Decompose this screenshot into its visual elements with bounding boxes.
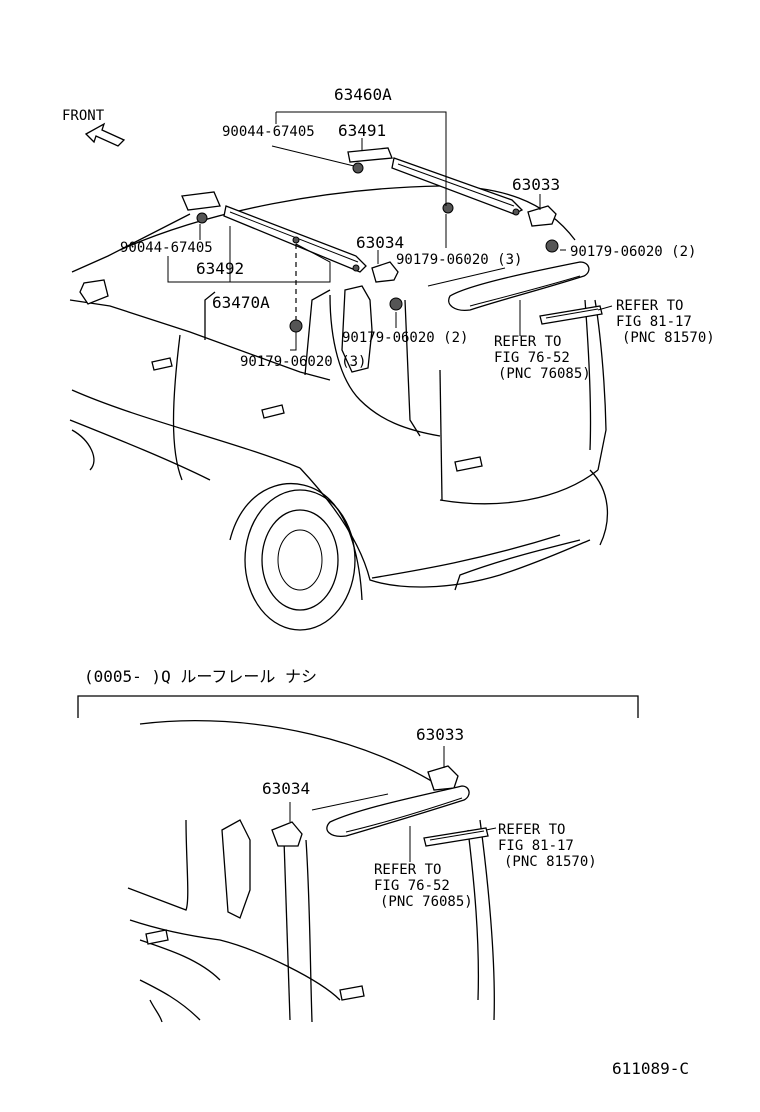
label-63492: 63492: [196, 259, 244, 278]
label-90179-low: 90179-06020 (3): [240, 354, 366, 370]
label-63470A: 63470A: [212, 293, 270, 312]
front-arrow-icon: [84, 122, 126, 147]
vehicle-body-lower: [127, 719, 495, 1023]
stop-lamp-top: [539, 305, 603, 325]
leaders-bottom: [289, 746, 497, 862]
label-90179-right: 90179-06020 (2): [570, 244, 696, 260]
label-63034-top: 63034: [356, 233, 404, 252]
label-90044-left: 90044-67405: [120, 240, 213, 256]
stop-lamp-bottom: [423, 827, 489, 847]
label-63460A: 63460A: [334, 85, 392, 104]
rear-spoiler-bottom: [311, 785, 470, 837]
refer-76-line3: (PNC 76085): [498, 366, 591, 382]
label-90179-mid: 90179-06020 (3): [396, 252, 522, 268]
label-90179-center: 90179-06020 (2): [342, 330, 468, 346]
figure-code: 611089-C: [612, 1059, 689, 1078]
label-63034-bottom: 63034: [262, 779, 310, 798]
refer-76-bottom-line3: (PNC 76085): [380, 894, 473, 910]
refer-76-line2: FIG 76-52: [494, 350, 570, 366]
end-cover-63033-bottom: [427, 765, 459, 791]
section-bracket: [77, 695, 639, 718]
refer-76-line1: REFER TO: [494, 334, 561, 350]
roof-rail-right: [347, 147, 524, 216]
section-header: (0005- )Q ルーフレール ナシ: [84, 667, 317, 686]
label-63033-top: 63033: [512, 175, 560, 194]
nut-90179-low: [289, 319, 303, 333]
end-cover-63034-top: [371, 261, 399, 283]
refer-81-line1: REFER TO: [616, 298, 683, 314]
nut-90179-right: [545, 239, 559, 253]
label-63033-bottom: 63033: [416, 725, 464, 744]
leaders-top: [167, 111, 613, 351]
refer-76-bottom-line2: FIG 76-52: [374, 878, 450, 894]
label-90044-top: 90044-67405: [222, 124, 315, 140]
end-cover-63034-bottom: [271, 821, 303, 847]
rear-spoiler-top: [427, 261, 590, 311]
refer-81-line2: FIG 81-17: [616, 314, 692, 330]
refer-81-bottom-line2: FIG 81-17: [498, 838, 574, 854]
refer-81-line3: (PNC 81570): [622, 330, 715, 346]
refer-81-bottom-line1: REFER TO: [498, 822, 565, 838]
refer-76-bottom-line1: REFER TO: [374, 862, 441, 878]
end-cover-63033-top: [527, 205, 557, 227]
refer-81-bottom-line3: (PNC 81570): [504, 854, 597, 870]
label-63491: 63491: [338, 121, 386, 140]
front-label: FRONT: [62, 108, 105, 124]
nut-90179-center: [389, 297, 403, 311]
roof-rail-left: [181, 191, 367, 273]
vehicle-body-upper: [69, 185, 609, 631]
